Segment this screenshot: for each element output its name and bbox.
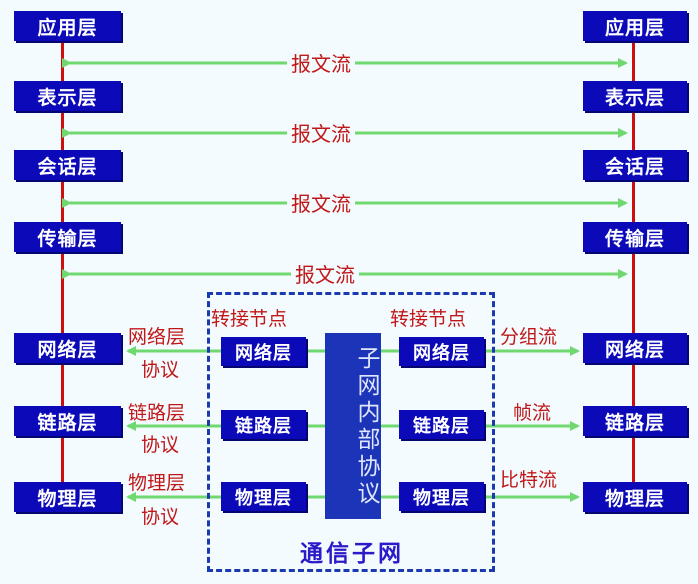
left-link-layer: 链路层 [14, 406, 121, 436]
left-session-layer: 会话层 [14, 150, 121, 180]
network-protocol-label-1: 网络层 [128, 326, 186, 348]
message-flow-label-2: 报文流 [287, 118, 355, 147]
right-network-layer: 网络层 [583, 333, 687, 363]
bit-flow-label: 比特流 [500, 469, 558, 491]
node-b-physical-layer: 物理层 [399, 482, 484, 511]
message-flow-label-4: 报文流 [291, 259, 359, 288]
left-transport-layer: 传输层 [14, 222, 121, 252]
communication-subnet-label: 通信子网 [300, 540, 404, 567]
node-a-network-layer: 网络层 [221, 337, 306, 366]
right-host-line [632, 40, 635, 495]
node-b-network-layer: 网络层 [399, 337, 484, 366]
switch-node-a-label: 转接节点 [211, 308, 288, 330]
left-host-line [61, 40, 64, 495]
frame-flow-label: 帧流 [513, 402, 552, 424]
packet-flow-label: 分组流 [500, 326, 558, 348]
right-application-layer: 应用层 [583, 11, 687, 41]
right-link-layer: 链路层 [583, 406, 687, 436]
physical-protocol-label-1: 物理层 [128, 472, 186, 494]
node-a-physical-layer: 物理层 [221, 482, 306, 511]
right-session-layer: 会话层 [583, 150, 687, 180]
link-protocol-label-1: 链路层 [128, 402, 186, 424]
link-protocol-label-2: 协议 [141, 434, 180, 456]
right-transport-layer: 传输层 [583, 222, 687, 252]
node-a-link-layer: 链路层 [221, 410, 306, 439]
node-b-link-layer: 链路层 [399, 410, 484, 439]
right-physical-layer: 物理层 [583, 482, 687, 512]
left-physical-layer: 物理层 [14, 482, 121, 512]
left-application-layer: 应用层 [14, 11, 121, 41]
physical-protocol-label-2: 协议 [141, 506, 180, 528]
network-protocol-label-2: 协议 [141, 359, 180, 381]
switch-node-b-label: 转接节点 [390, 308, 467, 330]
communication-subnet-boundary [207, 292, 495, 572]
subnet-internal-protocol: 子网内部协议 [325, 333, 381, 519]
left-network-layer: 网络层 [14, 333, 121, 363]
right-presentation-layer: 表示层 [583, 81, 687, 111]
message-flow-label-1: 报文流 [287, 48, 355, 77]
left-presentation-layer: 表示层 [14, 81, 121, 111]
message-flow-label-3: 报文流 [287, 188, 355, 217]
